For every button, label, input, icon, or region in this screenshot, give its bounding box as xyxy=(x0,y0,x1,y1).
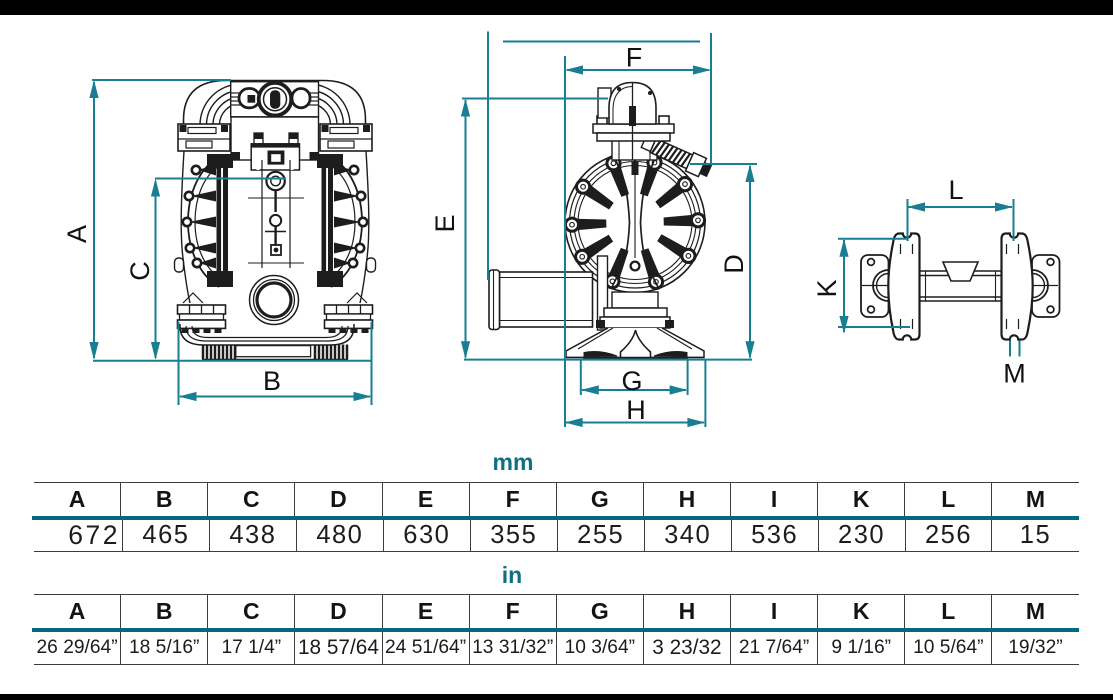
svg-text:M: M xyxy=(1003,359,1026,389)
svg-text:D: D xyxy=(719,254,749,274)
svg-text:H: H xyxy=(626,395,646,425)
svg-text:B: B xyxy=(263,366,281,396)
svg-text:F: F xyxy=(626,43,643,73)
svg-text:C: C xyxy=(125,261,155,281)
svg-text:L: L xyxy=(948,175,963,205)
svg-text:E: E xyxy=(430,214,460,232)
svg-text:A: A xyxy=(62,225,92,243)
svg-text:G: G xyxy=(621,366,642,396)
svg-text:K: K xyxy=(812,279,842,297)
